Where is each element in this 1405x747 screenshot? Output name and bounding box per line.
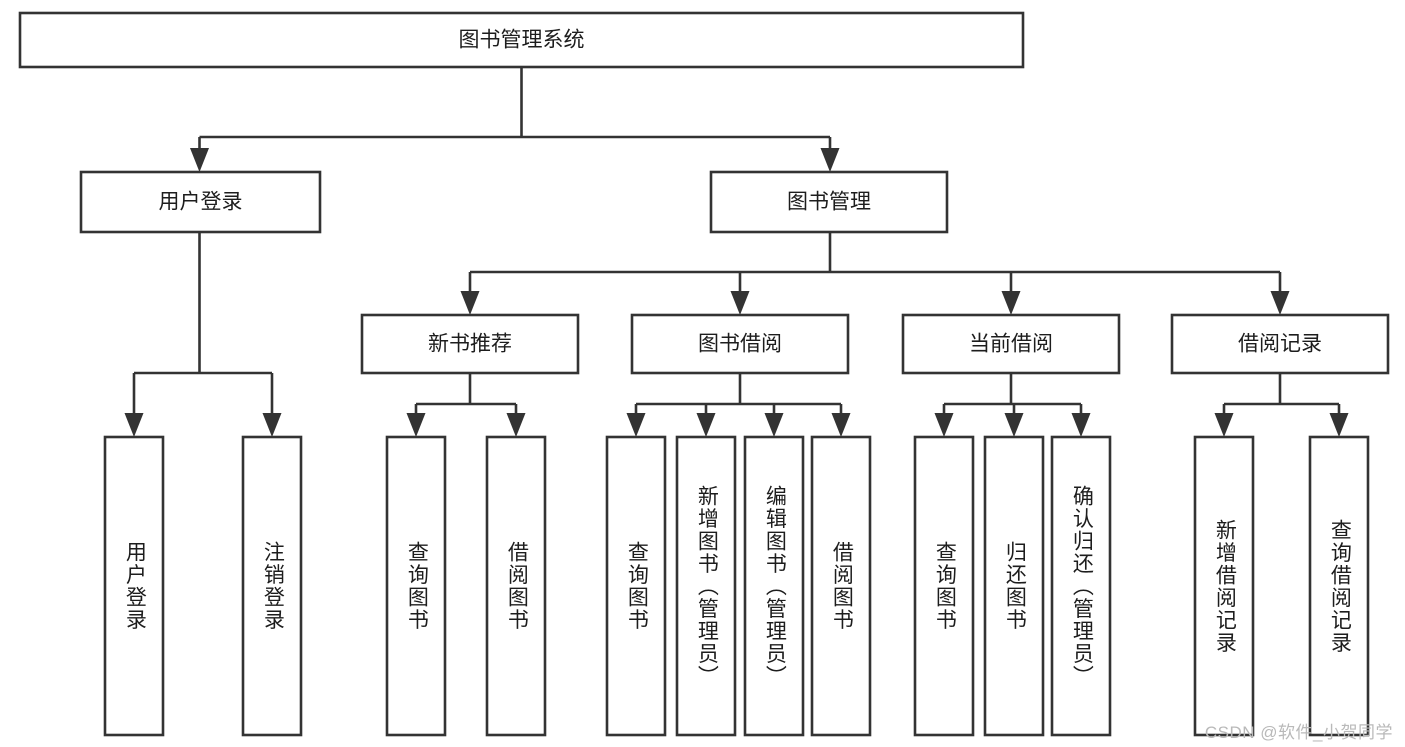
node-borrow-query-book-box[interactable]	[605, 435, 667, 737]
node-current-borrow-label: 当前借阅	[969, 333, 1053, 356]
arrow-head-current-confirm-return	[1071, 413, 1091, 437]
node-borrow-edit-book-box[interactable]	[743, 435, 805, 737]
arrow-head-record-add	[1214, 413, 1234, 437]
arrow-head-borrow-add-book	[696, 413, 716, 437]
csdn-watermark: CSDN @软件_小贺同学	[1204, 723, 1393, 742]
node-record-add-box[interactable]	[1193, 435, 1255, 737]
node-user-logout-box[interactable]	[241, 435, 303, 737]
arrow-head-borrow-query-book	[626, 413, 646, 437]
node-borrow-borrow-book-box[interactable]	[810, 435, 872, 737]
arrow-head-borrow-record	[1270, 291, 1290, 315]
node-user-login-box[interactable]	[79, 170, 322, 234]
node-recommend-borrow-book-box[interactable]	[485, 435, 547, 737]
node-user-login-do-box[interactable]	[103, 435, 165, 737]
node-book-manage-label: 图书管理	[787, 191, 871, 214]
node-root-box[interactable]	[18, 11, 1025, 69]
arrow-head-user-login	[190, 148, 209, 172]
node-record-query-box[interactable]	[1308, 435, 1370, 737]
node-user-login-label: 用户登录	[159, 191, 243, 214]
node-borrow-record-label: 借阅记录	[1238, 333, 1322, 356]
node-new-book-recommend-box[interactable]	[360, 313, 580, 375]
arrow-head-borrow-borrow-book	[831, 413, 851, 437]
arrow-head-user-logout	[262, 413, 282, 437]
node-current-confirm-return-box[interactable]	[1050, 435, 1112, 737]
arrow-head-record-query	[1329, 413, 1349, 437]
node-current-borrow-box[interactable]	[901, 313, 1121, 375]
arrow-head-borrow-edit-book	[764, 413, 784, 437]
arrow-head-current-return-book	[1004, 413, 1024, 437]
arrow-head-recommend-query-book	[406, 413, 426, 437]
arrow-head-book-borrow	[730, 291, 750, 315]
node-new-book-recommend-label: 新书推荐	[428, 333, 512, 356]
node-book-manage-box[interactable]	[709, 170, 949, 234]
arrow-head-recommend-borrow-book	[506, 413, 526, 437]
arrow-head-user-login-do	[124, 413, 144, 437]
node-layer: 图书管理系统 用户登录 图书管理 新书推荐 图书借阅 当前借阅 借阅记录	[18, 11, 1390, 737]
node-recommend-query-book-box[interactable]	[385, 435, 447, 737]
node-borrow-record-box[interactable]	[1170, 313, 1390, 375]
arrow-head-current-borrow	[1001, 291, 1021, 315]
node-book-borrow-label: 图书借阅	[698, 333, 782, 356]
node-borrow-add-book-box[interactable]	[675, 435, 737, 737]
arrow-head-new-book-recommend	[460, 291, 480, 315]
node-current-query-book-box[interactable]	[913, 435, 975, 737]
connector-layer	[124, 67, 1349, 437]
arrow-head-current-query-book	[934, 413, 954, 437]
node-root-label: 图书管理系统	[459, 29, 585, 52]
node-book-borrow-box[interactable]	[630, 313, 850, 375]
node-current-return-book-box[interactable]	[983, 435, 1045, 737]
arrow-head-book-manage	[820, 148, 840, 172]
